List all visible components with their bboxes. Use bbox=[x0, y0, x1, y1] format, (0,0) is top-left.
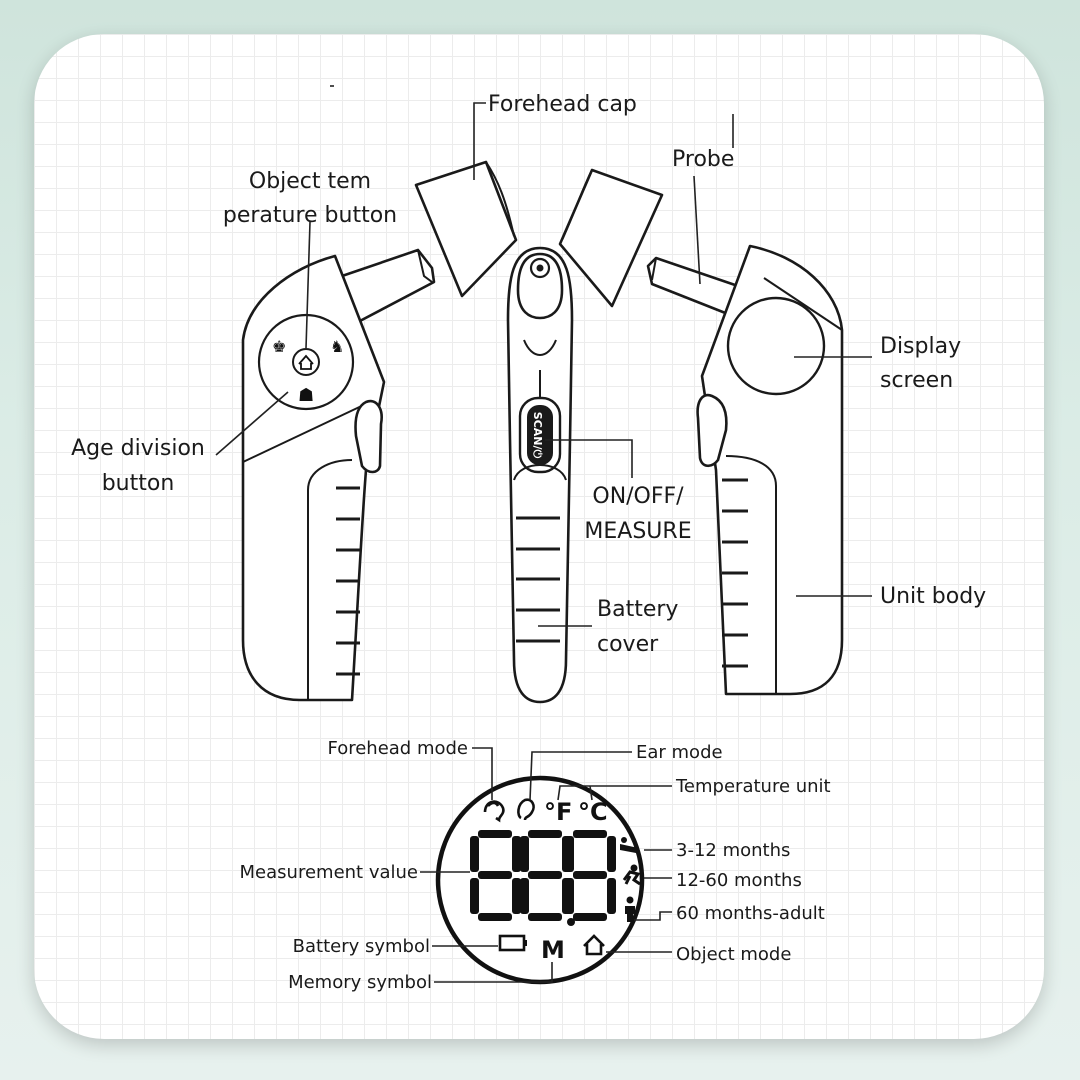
measurement-digits bbox=[470, 830, 616, 926]
label-probe: Probe bbox=[672, 147, 734, 172]
label-display-2: screen bbox=[880, 368, 953, 393]
adult-60-icon bbox=[625, 896, 635, 922]
label-battery-symbol: Battery symbol bbox=[293, 936, 430, 957]
label-object-mode: Object mode bbox=[676, 944, 791, 965]
label-forehead-cap: Forehead cap bbox=[488, 92, 637, 117]
top-leader-lines bbox=[215, 85, 872, 627]
ear-mode-icon bbox=[517, 798, 535, 821]
top-labels: Forehead cap Probe Object tem perature b… bbox=[71, 92, 986, 657]
label-forehead-mode: Forehead mode bbox=[327, 738, 468, 759]
home-icon bbox=[298, 354, 314, 370]
memory-icon: M bbox=[541, 936, 565, 964]
right-thermometer bbox=[646, 244, 844, 696]
decimal-point bbox=[567, 918, 575, 926]
center-thermometer: SCAN/⏻ bbox=[506, 246, 574, 704]
label-age-division-1: Age division bbox=[71, 436, 205, 461]
display-screen bbox=[726, 296, 826, 396]
label-ear-mode: Ear mode bbox=[636, 742, 723, 763]
child-icon: ♞ bbox=[330, 337, 344, 356]
infant-icon: ♚ bbox=[272, 337, 286, 356]
label-display-1: Display bbox=[880, 334, 961, 359]
label-unit-body: Unit body bbox=[880, 584, 986, 609]
label-onoff-2: MEASURE bbox=[584, 519, 691, 544]
label-age-division-2: button bbox=[102, 471, 175, 496]
label-temperature-unit: Temperature unit bbox=[675, 776, 831, 797]
infant-3-12-icon bbox=[620, 837, 638, 853]
label-battery-cover-2: cover bbox=[597, 632, 659, 657]
label-object-temp-1: Object tem bbox=[249, 169, 371, 194]
adult-icon: ☗ bbox=[298, 385, 314, 406]
toddler-12-60-icon bbox=[622, 864, 641, 886]
scan-button-label: SCAN/⏻ bbox=[531, 412, 544, 459]
forehead-cap-left bbox=[414, 160, 518, 298]
object-mode-home-icon bbox=[583, 934, 605, 956]
forehead-mode-icon bbox=[483, 800, 505, 823]
display-detail: °F °C bbox=[240, 738, 831, 993]
label-12-60-months: 12-60 months bbox=[676, 870, 802, 891]
unit-celsius: °C bbox=[578, 798, 608, 826]
label-onoff-1: ON/OFF/ bbox=[592, 484, 684, 509]
label-measurement-value: Measurement value bbox=[240, 862, 418, 883]
object-temperature-button bbox=[292, 348, 320, 376]
left-side-trigger bbox=[354, 399, 383, 474]
forehead-cap-right bbox=[558, 168, 664, 308]
right-side-trigger bbox=[696, 393, 728, 468]
unit-fahrenheit: °F bbox=[544, 798, 572, 826]
label-memory-symbol: Memory symbol bbox=[288, 972, 432, 993]
label-battery-cover-1: Battery bbox=[597, 597, 678, 622]
left-thermometer: ♚ ♞ ☗ bbox=[241, 248, 436, 702]
digit-3 bbox=[565, 830, 616, 921]
label-60-months-adult: 60 months-adult bbox=[676, 903, 825, 924]
digit-1 bbox=[470, 830, 521, 921]
label-object-temp-2: perature button bbox=[223, 203, 397, 228]
label-3-12-months: 3-12 months bbox=[676, 840, 790, 861]
